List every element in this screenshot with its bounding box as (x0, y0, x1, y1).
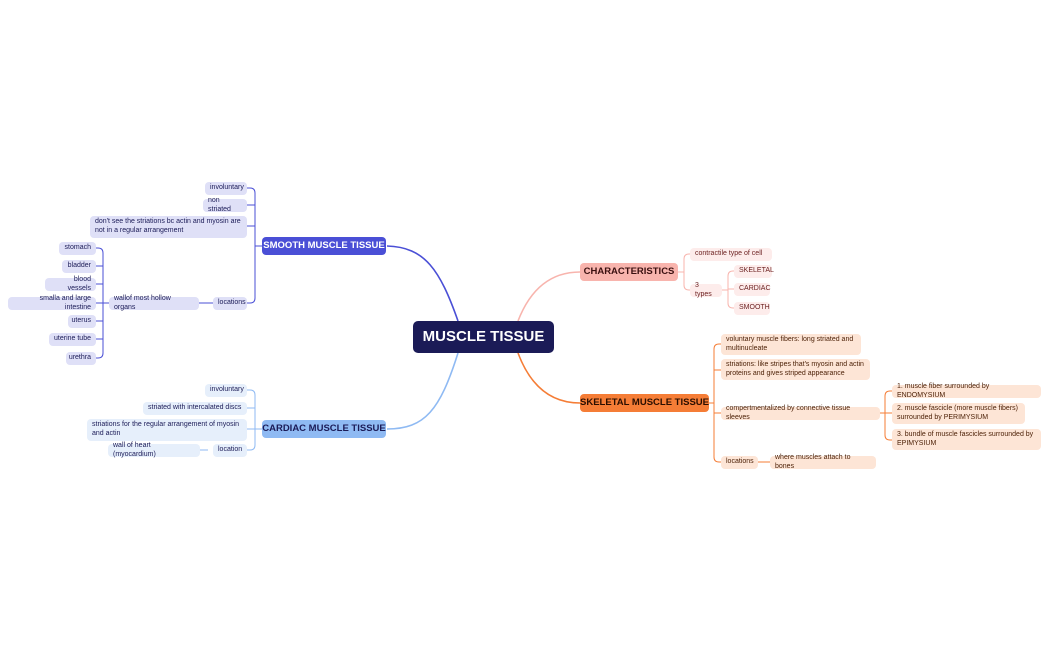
layer-endomysium[interactable]: 1. muscle fiber surrounded by ENDOMYSIUM (892, 383, 1041, 399)
smooth-hollow-organs[interactable]: wallof most hollow organs (109, 295, 199, 311)
organ-intestine[interactable]: smalla and large intestine (8, 295, 96, 311)
char-three-types[interactable]: 3 types (690, 282, 722, 298)
skeletal-muscle-topic[interactable]: SKELETAL MUSCLE TISSUE (580, 394, 709, 412)
char-contractile[interactable]: contractile type of cell (690, 248, 772, 261)
cardiac-location[interactable]: location (213, 444, 247, 457)
cardiac-striated[interactable]: striated with intercalated discs (143, 402, 247, 415)
skel-locations[interactable]: locations (721, 456, 758, 469)
characteristics-topic[interactable]: CHARACTERISTICS (580, 263, 678, 281)
skel-striations[interactable]: striations: like stripes that's myosin a… (721, 359, 870, 380)
organ-uterine-tube[interactable]: uterine tube (49, 333, 96, 346)
cardiac-muscle-topic[interactable]: CARDIAC MUSCLE TISSUE (262, 420, 386, 438)
skel-compartment[interactable]: compertmentalized by connective tissue s… (721, 405, 880, 421)
organ-bladder[interactable]: bladder (62, 260, 96, 273)
type-cardiac[interactable]: CARDIAC (734, 283, 771, 296)
smooth-locations[interactable]: locations (213, 297, 247, 310)
organ-uterus[interactable]: uterus (68, 315, 96, 328)
cardiac-wall-of-heart[interactable]: wall of heart (myocardium) (108, 442, 200, 458)
organ-blood-vessels[interactable]: blood vessels (45, 276, 96, 292)
smooth-non-striated[interactable]: non striated (203, 197, 247, 213)
type-skeletal[interactable]: SKELETAL (734, 265, 774, 278)
cardiac-involuntary[interactable]: involuntary (205, 384, 247, 397)
skel-attach-bones[interactable]: where muscles attach to bones (770, 454, 876, 470)
smooth-muscle-topic[interactable]: SMOOTH MUSCLE TISSUE (262, 237, 386, 255)
type-smooth[interactable]: SMOOTH (734, 302, 770, 315)
layer-epimysium[interactable]: 3. bundle of muscle fascicles surrounded… (892, 429, 1041, 450)
smooth-involuntary[interactable]: involuntary (205, 182, 247, 195)
central-topic[interactable]: MUSCLE TISSUE (413, 321, 554, 353)
skel-voluntary[interactable]: voluntary muscle fibers: long striated a… (721, 334, 861, 355)
organ-stomach[interactable]: stomach (59, 242, 96, 255)
cardiac-striations-note[interactable]: striations for the regular arrangement o… (87, 419, 247, 441)
organ-urethra[interactable]: urethra (66, 352, 96, 365)
layer-perimysium[interactable]: 2. muscle fascicle (more muscle fibers) … (892, 403, 1025, 424)
smooth-striations-note[interactable]: don't see the striations bc actin and my… (90, 216, 247, 238)
